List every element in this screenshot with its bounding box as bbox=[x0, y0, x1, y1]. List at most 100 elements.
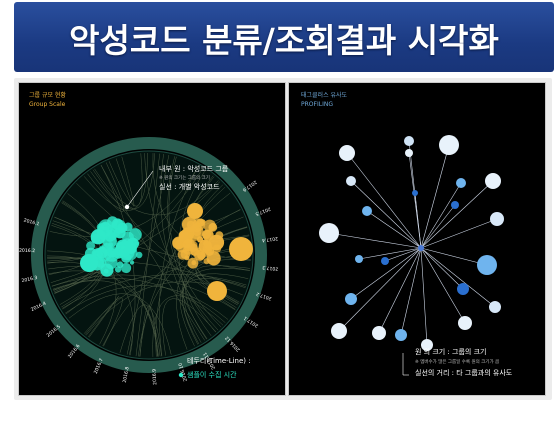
chord-line bbox=[61, 274, 247, 309]
chord-line bbox=[85, 297, 123, 347]
group-circle bbox=[187, 203, 203, 219]
group-circle bbox=[200, 219, 206, 225]
group-circle bbox=[107, 216, 118, 228]
group-circle bbox=[229, 237, 253, 261]
timeline-tick-label: 2016.10 bbox=[178, 362, 189, 382]
legend-pointer-line bbox=[126, 170, 154, 208]
group-node bbox=[346, 176, 356, 186]
group-circle bbox=[207, 281, 227, 301]
page-title: 악성코드 분류/조회결과 시각화 bbox=[69, 21, 499, 60]
timeline-tick-label: 2016.3 bbox=[21, 275, 38, 284]
chord-line bbox=[52, 280, 161, 357]
profiling-title-ko: 태그클러스 유사도 bbox=[301, 91, 348, 99]
chord-line bbox=[160, 153, 208, 340]
title-banner: 악성코드 분류/조회결과 시각화 bbox=[14, 2, 554, 72]
group-circle bbox=[134, 241, 140, 246]
chord-line bbox=[46, 255, 159, 357]
chord-line bbox=[158, 165, 199, 357]
timeline-tick-label: 2017.3 bbox=[262, 264, 279, 272]
chord-line bbox=[48, 270, 159, 357]
timeline-tick-label: 2016.8 bbox=[122, 366, 131, 383]
group-node bbox=[456, 178, 466, 188]
group-circle bbox=[201, 229, 212, 239]
group-circle bbox=[121, 262, 132, 274]
group-scale-title-en: Group Scale bbox=[29, 101, 66, 108]
chord-line bbox=[176, 226, 248, 350]
chord-line bbox=[47, 261, 134, 356]
legend-rim: 테두리(Time-Line) : bbox=[187, 356, 251, 365]
similarity-line bbox=[420, 247, 496, 308]
group-circle bbox=[208, 222, 218, 232]
similarity-lines bbox=[328, 140, 498, 346]
group-node bbox=[355, 255, 363, 263]
chord-line bbox=[183, 255, 252, 343]
group-circle bbox=[181, 216, 198, 233]
group-node bbox=[339, 145, 355, 161]
chord-line bbox=[83, 259, 251, 334]
chord-line bbox=[135, 153, 160, 357]
group-node bbox=[331, 323, 347, 339]
similarity-line bbox=[366, 210, 422, 249]
similarity-line bbox=[420, 247, 428, 346]
legend-inner-circle-note: ※ 원의 크기는 그룹의 크기 bbox=[159, 174, 210, 181]
profiling-panel: 태그클러스 유사도 PROFILING 원 의 크기 : 그룹의 크기 ※ 멤버… bbox=[288, 82, 546, 396]
similarity-line bbox=[384, 247, 422, 262]
group-node bbox=[362, 206, 372, 216]
group-circle bbox=[117, 222, 128, 233]
group-circle bbox=[136, 251, 143, 259]
group-circle bbox=[109, 250, 115, 256]
chord-line bbox=[52, 220, 250, 271]
legend-rim-dot bbox=[178, 372, 184, 378]
group-circle bbox=[179, 233, 185, 239]
group-circle bbox=[95, 247, 103, 255]
group-scale-visual: 그룹 규모 현황 Group Scale 2016.12016.22016.32… bbox=[19, 91, 279, 385]
profiling-visual: 태그클러스 유사도 PROFILING 원 의 크기 : 그룹의 크기 ※ 멤버… bbox=[301, 91, 513, 377]
chord-line bbox=[68, 293, 172, 355]
chord-line bbox=[102, 226, 248, 347]
timeline-tick-label: 2017.4 bbox=[261, 235, 278, 243]
group-circle bbox=[205, 245, 211, 250]
similarity-line bbox=[420, 247, 464, 290]
group-circle bbox=[120, 245, 126, 250]
timeline-inner-disc bbox=[44, 150, 254, 360]
legend-distance: 실선의 거리 : 타 그룹과의 유사도 bbox=[415, 368, 513, 377]
group-node bbox=[490, 212, 504, 226]
group-node bbox=[439, 135, 459, 155]
group-circle bbox=[90, 229, 106, 245]
chord-line bbox=[49, 165, 199, 237]
timeline-tick-label: 2016.9 bbox=[151, 369, 158, 385]
chord-line bbox=[53, 278, 224, 326]
chord-line bbox=[168, 156, 222, 328]
chord-line bbox=[87, 162, 124, 212]
group-circle bbox=[86, 241, 96, 251]
group-node bbox=[404, 136, 414, 146]
center-node bbox=[418, 245, 424, 251]
group-node bbox=[395, 329, 407, 341]
similarity-line bbox=[350, 180, 422, 249]
group-scale-title-ko: 그룹 규모 현황 bbox=[29, 91, 66, 99]
chord-line bbox=[87, 295, 120, 338]
timeline-tick-label: 2016.4 bbox=[30, 301, 47, 313]
chord-line bbox=[126, 154, 170, 355]
group-node bbox=[457, 283, 469, 295]
chord-line bbox=[115, 156, 135, 207]
similarity-line bbox=[420, 144, 450, 249]
timeline-rim bbox=[31, 137, 267, 373]
group-circle bbox=[180, 249, 191, 259]
timeline-tick-label: 2017.5 bbox=[254, 205, 271, 217]
timeline-tick-label: 2017.2 bbox=[255, 290, 272, 301]
chord-line bbox=[139, 305, 158, 357]
chord-line bbox=[144, 153, 219, 331]
legend-rim-value: 샘플이 수집 시간 bbox=[187, 370, 237, 379]
group-circle bbox=[200, 249, 209, 257]
group-circle bbox=[128, 228, 142, 242]
similarity-line bbox=[420, 247, 466, 324]
group-nodes bbox=[319, 135, 504, 351]
group-node bbox=[381, 257, 389, 265]
profiling-title-en: PROFILING bbox=[301, 101, 333, 108]
similarity-line bbox=[420, 218, 498, 249]
group-node bbox=[412, 190, 418, 196]
similarity-line bbox=[420, 180, 494, 249]
legend-line: 실선 : 개별 악성코드 bbox=[159, 182, 220, 191]
chord-line bbox=[138, 227, 248, 357]
